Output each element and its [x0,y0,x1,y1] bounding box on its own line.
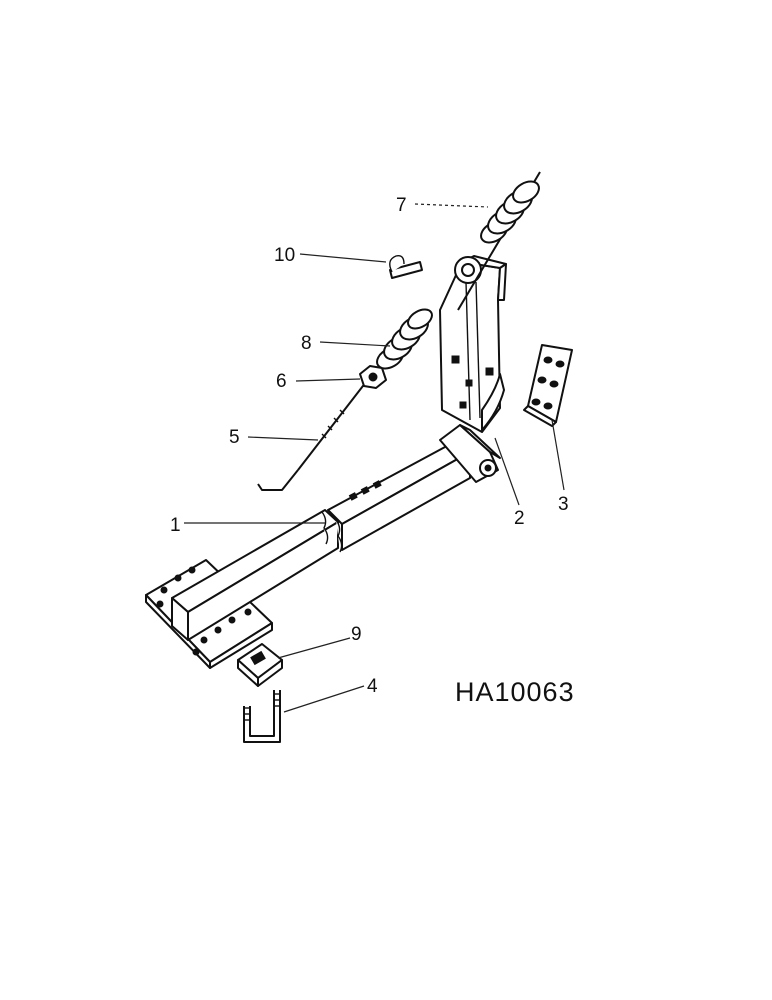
callout-8: 8 [301,333,312,354]
callout-4: 4 [367,676,378,697]
leader-3 [551,419,565,491]
drawing-code: HA10063 [455,677,575,707]
leader-9 [277,637,351,659]
leader-7 [414,203,489,208]
leader-8 [319,341,391,347]
callout-3: 3 [558,494,569,515]
callout-10: 10 [274,245,295,266]
part-clamp-plate [237,643,283,687]
callout-1: 1 [170,515,181,536]
part-shank-bracket [439,255,507,433]
callout-9: 9 [351,624,362,645]
callout-6: 6 [276,371,287,392]
part-nut [359,365,387,389]
part-spring-rod [257,381,367,491]
part-pin [389,254,423,279]
leader-5 [247,436,319,441]
part-upper-spring [457,171,541,311]
callout-labels: 1 2 3 4 5 6 7 8 9 10 [170,195,569,697]
part-wear-plate [523,344,573,427]
callout-leaders [184,203,565,713]
leader-6 [295,378,361,382]
callout-5: 5 [229,427,240,448]
part-u-bolt [243,690,281,743]
leader-2 [494,437,520,506]
part-lower-spring [376,308,433,370]
leader-4 [283,685,365,713]
callout-7: 7 [396,195,407,216]
part-standard-beam [145,424,501,669]
callout-2: 2 [514,508,525,529]
leader-10 [299,253,387,263]
